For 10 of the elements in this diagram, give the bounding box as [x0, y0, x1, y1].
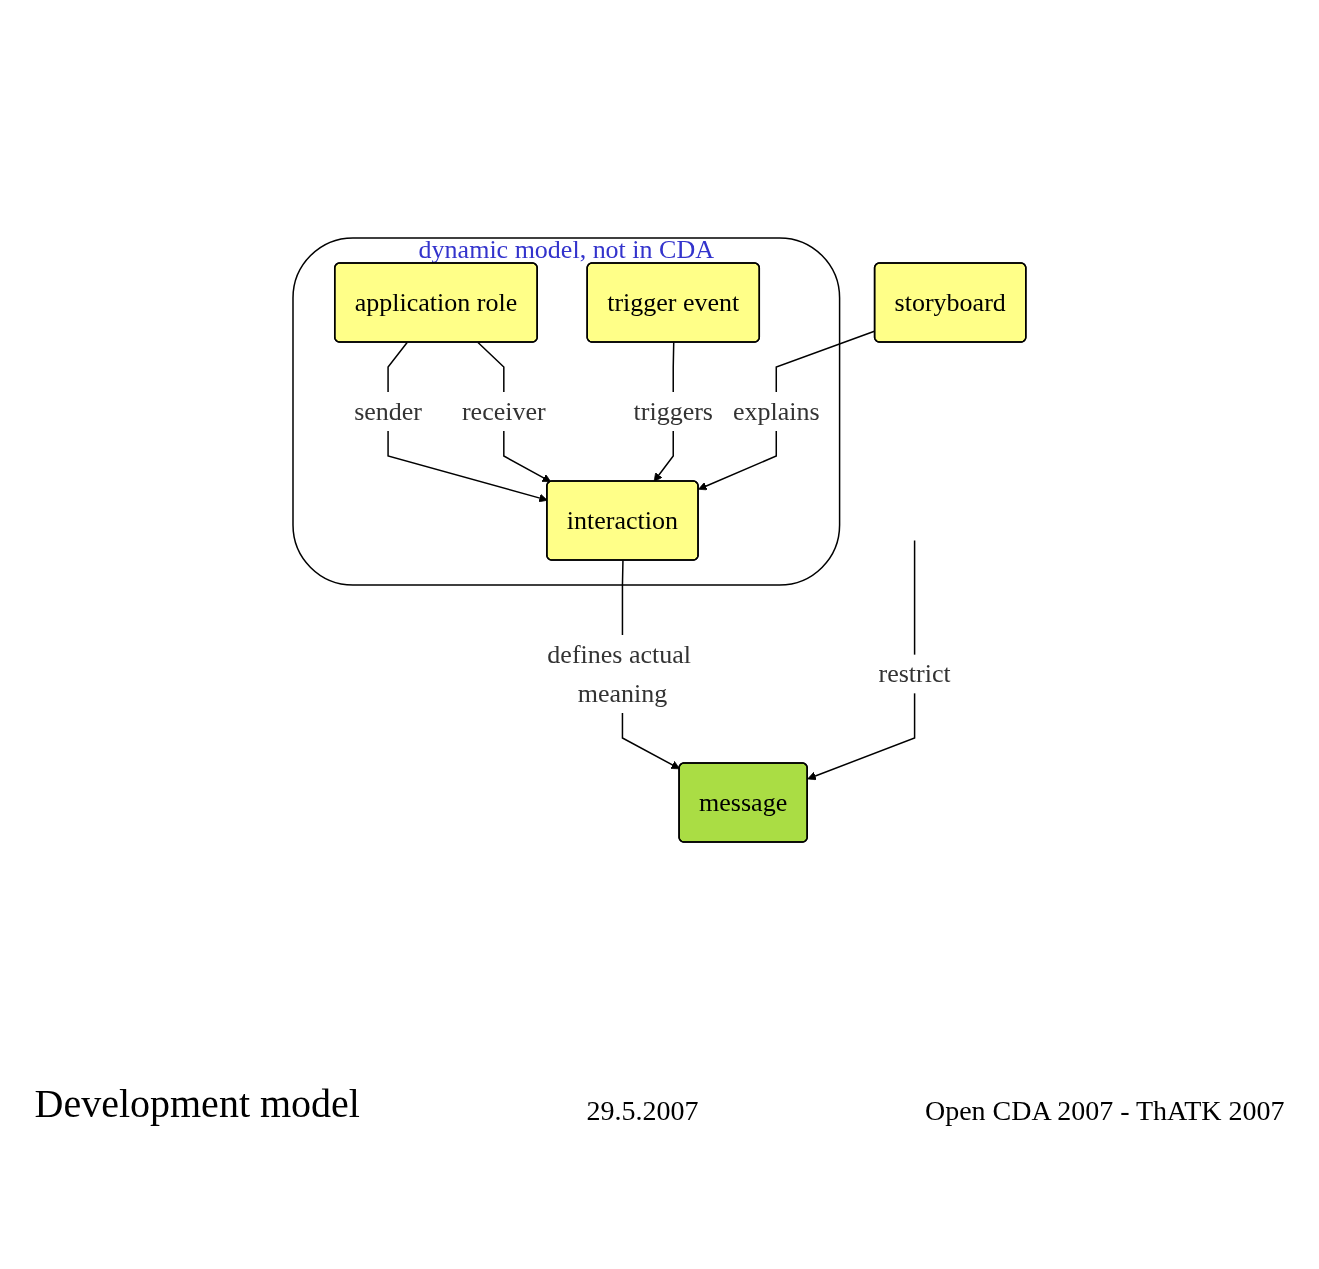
footer-text: 29.5.2007 [586, 1095, 699, 1127]
arrow [387, 341, 548, 503]
edge-label: triggers [633, 397, 714, 426]
footer-text: Open CDA 2007 - ThATK 2007 [924, 1095, 1285, 1127]
slide-title: Development model [34, 1080, 360, 1127]
edge-label: explains [733, 397, 820, 426]
edge-label: restrict [878, 659, 951, 689]
edge-label: receiver [462, 397, 546, 426]
edge-label: sender [354, 397, 423, 426]
edge-label: defines actual meaning [547, 640, 692, 708]
